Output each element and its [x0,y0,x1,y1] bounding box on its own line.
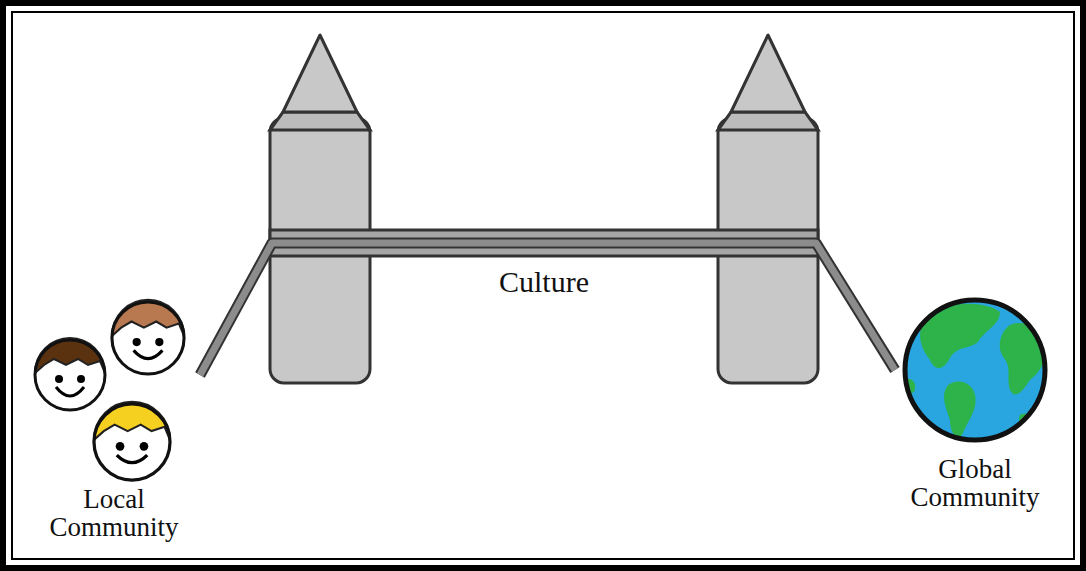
connector-label: Culture [495,265,593,298]
community-label: Local Community [49,485,178,542]
eye [140,442,149,451]
face [112,300,184,374]
left-tower [270,35,370,383]
face-outline [35,340,105,410]
connector-outline [200,243,895,375]
globe [904,300,1045,440]
continent [944,382,975,437]
face-outline [94,404,170,480]
hair [112,300,184,336]
hair [35,338,105,373]
eye [55,375,63,383]
bridge-connector [200,243,895,375]
inner-frame [12,12,1074,559]
smile [56,387,84,396]
globe-outline [905,300,1045,440]
ocean [905,300,1045,440]
hair [94,402,170,440]
face-outline [112,302,184,374]
connector-line [200,243,895,375]
eye [133,338,141,346]
tower-spire [731,35,805,112]
outer-frame [3,3,1083,568]
smile [117,455,147,463]
tower-cap [270,112,370,130]
smile [134,350,163,358]
global-community: Global Community [895,295,1055,512]
tower-spire [283,35,357,112]
eye [116,442,125,451]
eye [77,375,85,383]
tower-cap [718,112,818,130]
local-community: Local Community [28,295,200,542]
face [35,338,105,410]
face [94,402,170,480]
right-tower [718,35,818,383]
continent [1000,323,1046,395]
community-label: Global Community [911,455,1040,512]
eye [155,338,163,346]
